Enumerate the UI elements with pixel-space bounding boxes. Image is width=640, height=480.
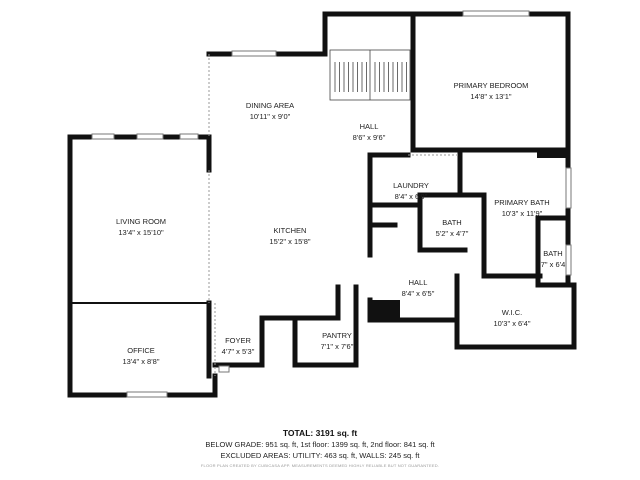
window (231, 50, 277, 57)
primary-bath-name: PRIMARY BATH (494, 198, 549, 207)
walls (67, 11, 577, 398)
openings (208, 54, 460, 376)
window (565, 244, 572, 276)
grade-breakdown: BELOW GRADE: 951 sq. ft, 1st floor: 1399… (205, 440, 435, 449)
primary-bedroom-dim: 14'8" x 13'1" (470, 92, 511, 101)
small-bath-dim: 7" x 6'4 (541, 260, 566, 269)
total-area: TOTAL: 3191 sq. ft (282, 428, 358, 438)
kitchen-dim: 15'2" x 15'8" (269, 237, 310, 246)
living-dim: 13'4" x 15'10" (118, 228, 164, 237)
pantry-name: PANTRY (322, 331, 352, 340)
kitchen-name: KITCHEN (274, 226, 307, 235)
hall-top-name: HALL (360, 122, 379, 131)
stair-treads (334, 62, 407, 92)
window (462, 10, 530, 17)
windows (91, 10, 572, 398)
bath-dim: 5'2" x 4'7" (436, 229, 469, 238)
window (179, 133, 199, 140)
foyer-dim: 4'7" x 5'3" (222, 347, 255, 356)
room-labels: PRIMARY BEDROOM 14'8" x 13'1" DINING ARE… (116, 81, 565, 366)
primary-bath-dim: 10'3" x 11'9" (502, 209, 543, 218)
wic-name: W.I.C. (502, 308, 522, 317)
window (91, 133, 115, 140)
hall-mid-dim: 8'4" x 6'5" (402, 289, 435, 298)
living-name: LIVING ROOM (116, 217, 166, 226)
wic-dim: 10'3" x 6'4" (494, 319, 531, 328)
west-exterior-wall (67, 134, 218, 398)
office-dim: 13'4" x 8'8" (123, 357, 160, 366)
dining-dim: 10'11" x 9'0" (250, 112, 291, 121)
primary-bedroom-name: PRIMARY BEDROOM (454, 81, 529, 90)
window (126, 391, 168, 398)
laundry-name: LAUNDRY (393, 181, 429, 190)
bath-name: BATH (442, 218, 461, 227)
small-bath-name: BATH (543, 249, 562, 258)
window (565, 167, 572, 209)
window (136, 133, 164, 140)
foyer-name: FOYER (225, 336, 251, 345)
bedroom-closet-block (537, 150, 568, 158)
hall-column (372, 300, 400, 318)
pantry-dim: 7'1" x 7'6" (321, 342, 354, 351)
hall-mid-name: HALL (409, 278, 428, 287)
laundry-dim: 8'4" x 6'9" (395, 192, 428, 201)
hall-top-dim: 8'6" x 9'6" (353, 133, 386, 142)
excluded-areas: EXCLUDED AREAS: UTILITY: 463 sq. ft, WAL… (220, 451, 420, 460)
disclaimer: FLOOR PLAN CREATED BY CUBICASA APP. MEAS… (200, 463, 440, 468)
office-name: OFFICE (127, 346, 155, 355)
window (218, 365, 230, 373)
dining-name: DINING AREA (246, 101, 294, 110)
staircase (329, 49, 411, 101)
